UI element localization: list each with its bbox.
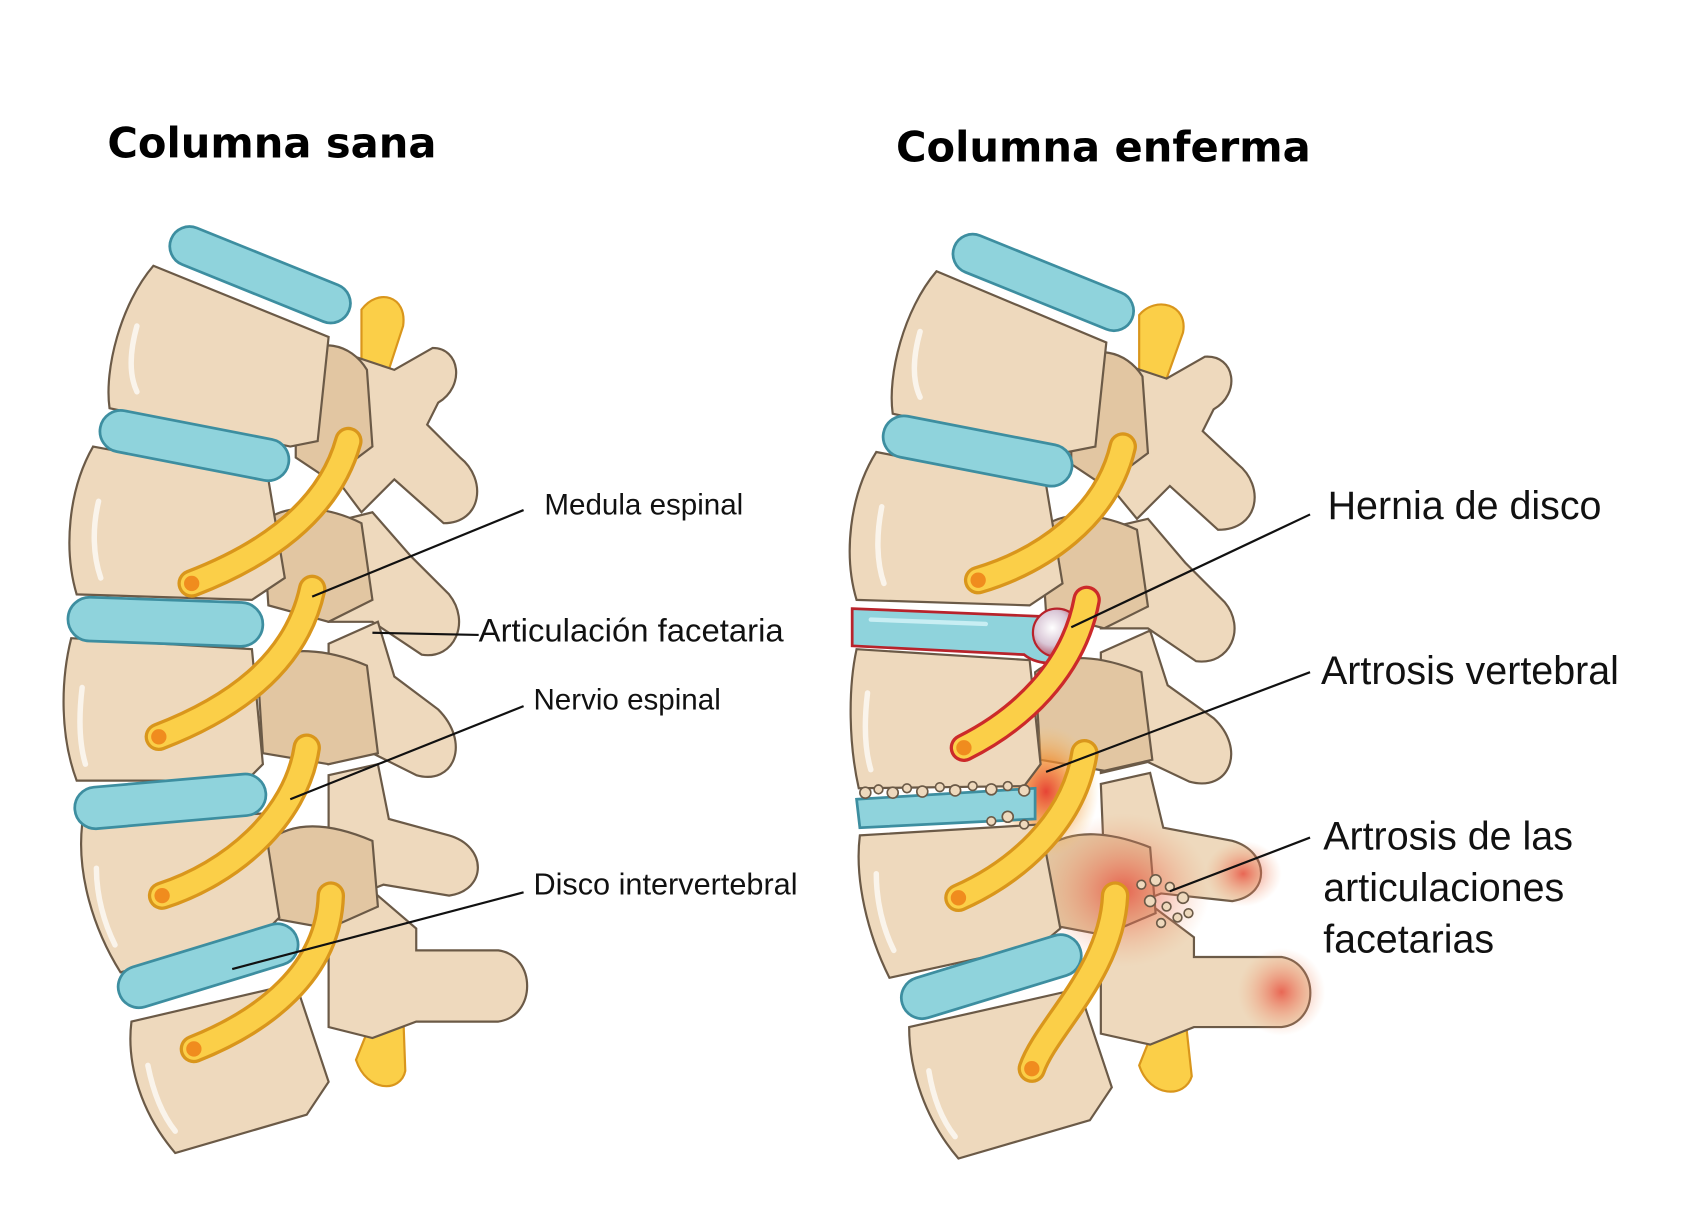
leader-line <box>289 705 524 801</box>
label-spinal-nerve: Nervio espinal <box>533 683 720 716</box>
spinal-nerves <box>944 432 1137 1083</box>
leader-line <box>372 631 479 637</box>
intervertebral-disc <box>168 225 352 325</box>
leader-line <box>1045 671 1311 773</box>
label-vertebral-arthrosis: Artrosis vertebral <box>1321 649 1619 693</box>
facet-joint <box>267 825 380 930</box>
label-facet-joint: Articulación facetaria <box>479 612 785 649</box>
intervertebral-disc <box>98 409 291 483</box>
leader-line <box>311 509 524 598</box>
spinal-cord-segment <box>1138 303 1185 396</box>
intervertebral-disc <box>116 922 300 1010</box>
process-inflammation <box>1204 840 1282 907</box>
vertebral-body <box>129 981 330 1155</box>
leader-line <box>231 891 524 971</box>
label-facet-arthrosis-line1: Artrosis de las <box>1323 815 1573 859</box>
diseased-annotations: Hernia de disco Artrosis vertebral Artro… <box>1045 484 1619 962</box>
intervertebral-disc <box>66 595 265 648</box>
healthy-annotations: Medula espinal Articulación facetaria Ne… <box>231 488 798 971</box>
diseased-spine-title: Columna enferma <box>896 123 1311 172</box>
healthy-spine <box>62 225 529 1155</box>
label-facet-arthrosis-line3: facetarias <box>1323 918 1494 962</box>
label-spinal-cord: Medula espinal <box>544 488 743 521</box>
intervertebral-discs <box>850 232 1135 1021</box>
diseased-spine <box>848 232 1326 1160</box>
healthy-spine-title: Columna sana <box>107 118 436 167</box>
leader-line <box>1169 836 1311 893</box>
osteophytes <box>859 780 1194 929</box>
label-facet-arthrosis-line2: articulaciones <box>1323 866 1564 910</box>
intervertebral-disc <box>881 414 1074 488</box>
intervertebral-disc <box>951 232 1135 333</box>
process-inflammation <box>1237 948 1326 1036</box>
spinal-nerves <box>144 426 363 1064</box>
label-disc-herniation: Hernia de disco <box>1328 484 1602 528</box>
intervertebral-disc <box>73 772 268 831</box>
intervertebral-disc <box>899 933 1083 1021</box>
intervertebral-discs <box>66 225 352 1010</box>
leader-line <box>1070 513 1311 629</box>
label-intervertebral-disc: Disco intervertebral <box>533 868 797 902</box>
